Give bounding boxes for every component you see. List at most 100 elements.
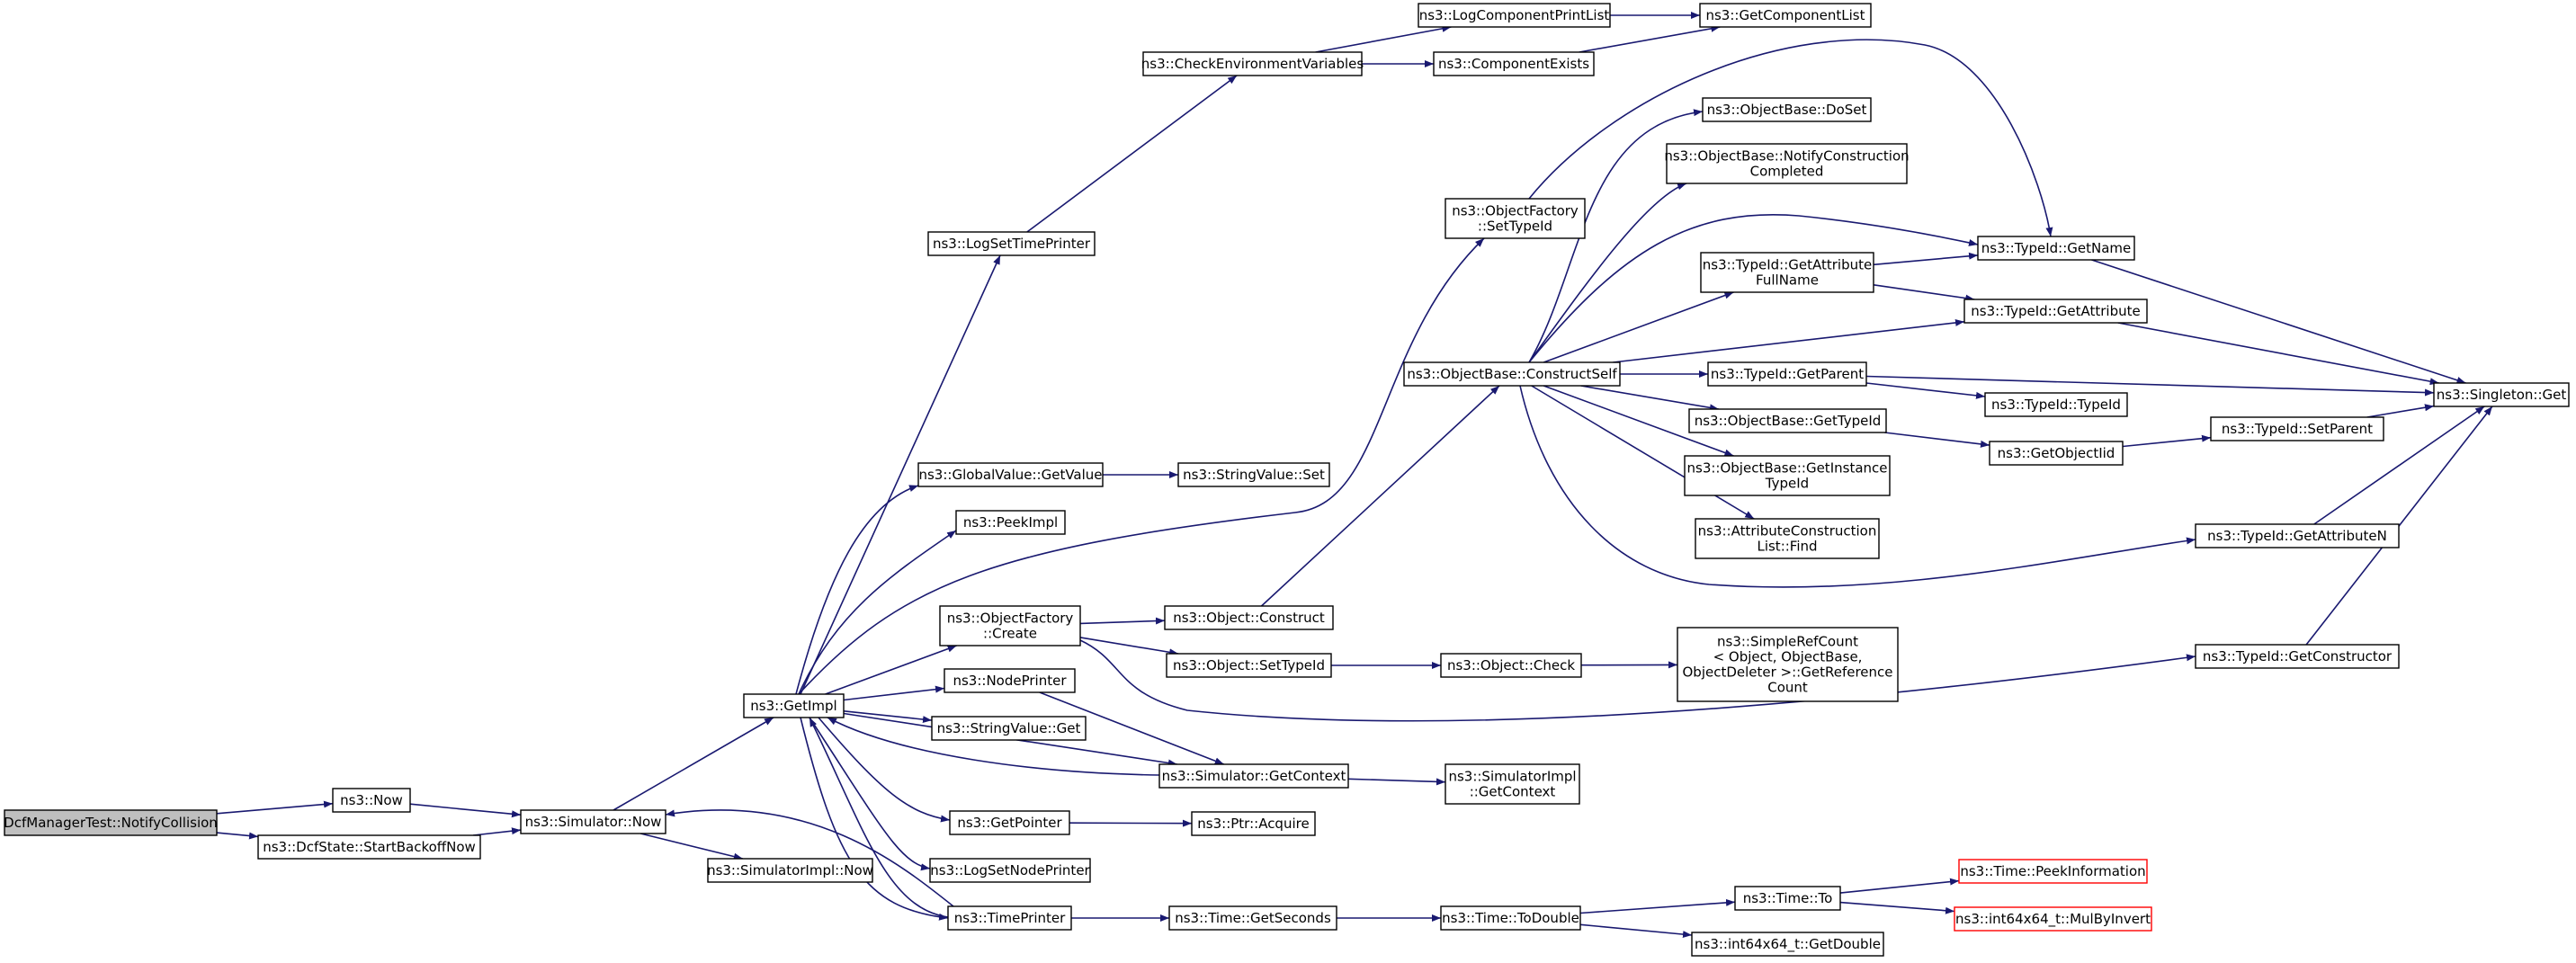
node-tidgetattrn[interactable]: ns3::TypeId::GetAttributeN — [2195, 523, 2400, 548]
node-timeto[interactable]: ns3::Time::To — [1734, 886, 1841, 911]
node-checkenv[interactable]: ns3::CheckEnvironmentVariables — [1141, 51, 1364, 76]
node-simimplnow[interactable]: ns3::SimulatorImpl::Now — [707, 858, 873, 883]
node-tidgetctor[interactable]: ns3::TypeId::GetConstructor — [2195, 644, 2400, 669]
node-logsettime[interactable]: ns3::LogSetTimePrinter — [927, 231, 1096, 256]
node-box[interactable] — [1963, 299, 2148, 324]
node-box[interactable] — [1958, 859, 2148, 884]
node-now[interactable]: ns3::Now — [332, 788, 411, 813]
node-box[interactable] — [1688, 408, 1887, 433]
node-box[interactable] — [1684, 455, 1891, 496]
node-tidgetparent[interactable]: ns3::TypeId::GetParent — [1707, 361, 1867, 387]
node-gvgetvalue[interactable]: ns3::GlobalValue::GetValue — [917, 462, 1104, 487]
node-box[interactable] — [1989, 441, 2124, 466]
node-nodeprinter[interactable]: ns3::NodePrinter — [944, 668, 1076, 693]
node-box[interactable] — [1168, 905, 1337, 931]
node-peekimpl[interactable]: ns3::PeekImpl — [955, 510, 1066, 535]
node-box[interactable] — [2210, 416, 2384, 441]
node-ofcreate[interactable]: ns3::ObjectFactory::Create — [939, 605, 1081, 646]
node-logcompprint[interactable]: ns3::LogComponentPrintList — [1418, 3, 1611, 28]
node-ofsettypeid[interactable]: ns3::ObjectFactory::SetTypeId — [1445, 198, 1586, 239]
node-box[interactable] — [927, 231, 1096, 256]
node-backoff[interactable]: ns3::DcfState::StartBackoffNow — [257, 834, 481, 860]
node-int64mulbyinv[interactable]: ns3::int64x64_t::MulByInvert — [1954, 906, 2152, 932]
node-box[interactable] — [1440, 653, 1582, 678]
node-box[interactable] — [1440, 905, 1581, 931]
node-box[interactable] — [1433, 51, 1595, 76]
node-box[interactable] — [4, 809, 218, 836]
node-svget[interactable]: ns3::StringValue::Get — [931, 716, 1087, 741]
node-objcheck[interactable]: ns3::Object::Check — [1440, 653, 1582, 678]
node-simplerefcount[interactable]: ns3::SimpleRefCount< Object, ObjectBase,… — [1677, 627, 1899, 702]
node-box[interactable] — [1445, 763, 1580, 805]
node-tidsetparent[interactable]: ns3::TypeId::SetParent — [2210, 416, 2384, 441]
node-notify[interactable]: DcfManagerTest::NotifyCollision — [4, 809, 218, 836]
node-simnow[interactable]: ns3::Simulator::Now — [520, 809, 666, 834]
node-box[interactable] — [1191, 811, 1316, 836]
node-ptracquire[interactable]: ns3::Ptr::Acquire — [1191, 811, 1316, 836]
node-box[interactable] — [1702, 97, 1872, 122]
node-box[interactable] — [917, 462, 1104, 487]
node-box[interactable] — [1691, 932, 1884, 957]
node-box[interactable] — [929, 858, 1091, 883]
node-getpointer[interactable]: ns3::GetPointer — [949, 810, 1070, 835]
node-box[interactable] — [1164, 605, 1334, 630]
node-box[interactable] — [332, 788, 411, 813]
node-simimplgetctx[interactable]: ns3::SimulatorImpl::GetContext — [1445, 763, 1580, 805]
node-timepeekinfo[interactable]: ns3::Time::PeekInformation — [1958, 859, 2148, 884]
node-box[interactable] — [1954, 906, 2152, 932]
node-simgetctx[interactable]: ns3::Simulator::GetContext — [1158, 763, 1349, 789]
node-objsettypeid[interactable]: ns3::Object::SetTypeId — [1166, 653, 1332, 678]
node-box[interactable] — [1677, 627, 1899, 702]
node-box[interactable] — [2433, 382, 2570, 407]
node-objconstruct[interactable]: ns3::Object::Construct — [1164, 605, 1334, 630]
node-box[interactable] — [1403, 361, 1621, 387]
node-int64getdouble[interactable]: ns3::int64x64_t::GetDouble — [1691, 932, 1884, 957]
node-obgettypeid[interactable]: ns3::ObjectBase::GetTypeId — [1688, 408, 1887, 433]
node-box[interactable] — [1445, 198, 1586, 239]
node-box[interactable] — [743, 693, 845, 718]
node-svset[interactable]: ns3::StringValue::Set — [1177, 462, 1330, 487]
node-singletonget[interactable]: ns3::Singleton::Get — [2433, 382, 2570, 407]
node-box[interactable] — [1695, 518, 1880, 559]
node-obnotify[interactable]: ns3::ObjectBase::NotifyConstructionCompl… — [1664, 143, 1910, 184]
node-box[interactable] — [949, 810, 1070, 835]
node-timeprinter[interactable]: ns3::TimePrinter — [947, 905, 1072, 931]
node-box[interactable] — [1177, 462, 1330, 487]
node-box[interactable] — [1666, 143, 1908, 184]
node-box[interactable] — [257, 834, 481, 860]
node-box[interactable] — [1734, 886, 1841, 911]
node-box[interactable] — [1984, 392, 2128, 417]
node-box[interactable] — [1418, 3, 1611, 28]
node-tidgetname[interactable]: ns3::TypeId::GetName — [1977, 236, 2135, 261]
node-getobjectiid[interactable]: ns3::GetObjectIid — [1989, 441, 2124, 466]
node-timegetsec[interactable]: ns3::Time::GetSeconds — [1168, 905, 1337, 931]
node-box[interactable] — [1166, 653, 1332, 678]
node-box[interactable] — [1707, 361, 1867, 387]
node-box[interactable] — [707, 858, 873, 883]
node-tidtypeid[interactable]: ns3::TypeId::TypeId — [1984, 392, 2128, 417]
node-box[interactable] — [947, 905, 1072, 931]
node-box[interactable] — [1142, 51, 1363, 76]
node-box[interactable] — [944, 668, 1076, 693]
node-logsetnode[interactable]: ns3::LogSetNodePrinter — [929, 858, 1091, 883]
node-box[interactable] — [2195, 523, 2400, 548]
node-box[interactable] — [2195, 644, 2400, 669]
node-obdoset[interactable]: ns3::ObjectBase::DoSet — [1702, 97, 1872, 122]
node-tidgetattr[interactable]: ns3::TypeId::GetAttribute — [1963, 299, 2148, 324]
node-compexists[interactable]: ns3::ComponentExists — [1433, 51, 1595, 76]
node-obconstructself[interactable]: ns3::ObjectBase::ConstructSelf — [1403, 361, 1621, 387]
node-box[interactable] — [955, 510, 1066, 535]
node-box[interactable] — [931, 716, 1087, 741]
node-box[interactable] — [1977, 236, 2135, 261]
node-getimpl[interactable]: ns3::GetImpl — [743, 693, 845, 718]
node-box[interactable] — [520, 809, 666, 834]
node-box[interactable] — [939, 605, 1081, 646]
node-getcomplist[interactable]: ns3::GetComponentList — [1699, 3, 1872, 28]
node-box[interactable] — [1158, 763, 1349, 789]
node-box[interactable] — [1700, 252, 1874, 293]
node-timetodouble[interactable]: ns3::Time::ToDouble — [1440, 905, 1581, 931]
node-box[interactable] — [1699, 3, 1872, 28]
